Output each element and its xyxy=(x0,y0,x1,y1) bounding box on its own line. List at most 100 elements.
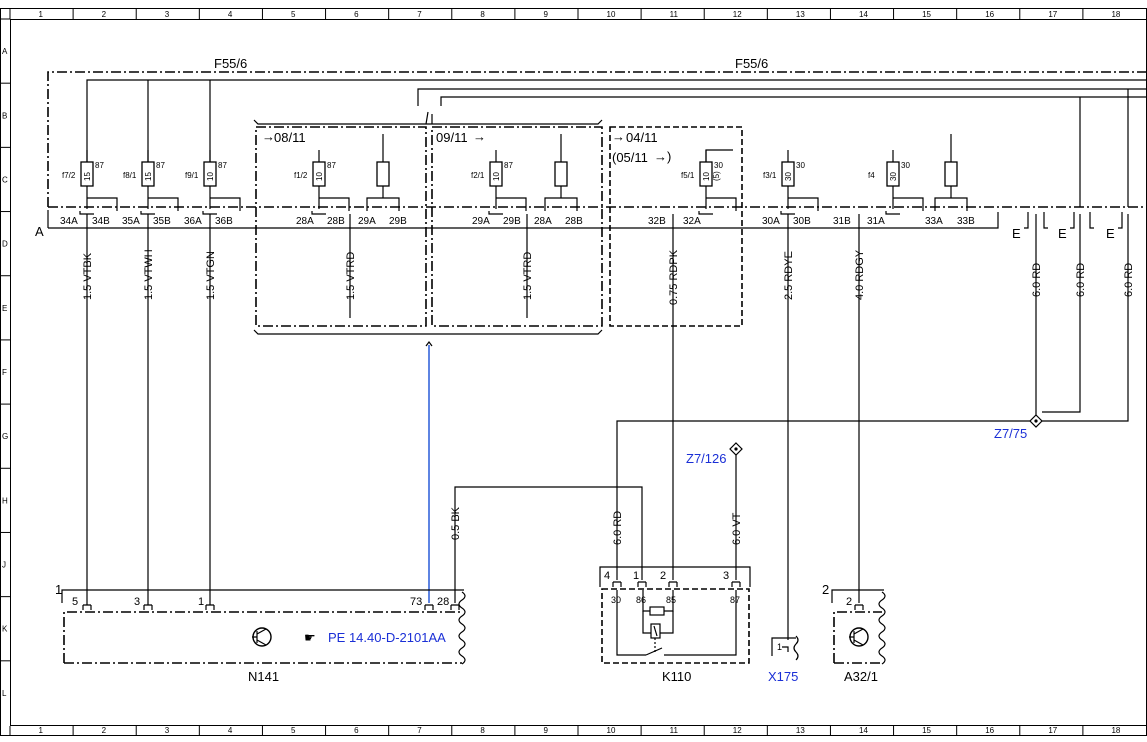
terminal-label: 30A xyxy=(762,216,780,227)
fuse xyxy=(934,134,968,211)
fuse-name: f8/1 xyxy=(123,171,137,180)
row-letter: L xyxy=(2,689,7,698)
wire-label: 6.0 RD xyxy=(1123,263,1135,297)
column-number: 15 xyxy=(922,726,931,735)
row-letter: H xyxy=(2,496,8,505)
wire-label: 0.75 RDPK xyxy=(668,249,680,305)
terminal-label: 36B xyxy=(215,216,233,227)
wires xyxy=(86,214,1129,640)
row-letter: D xyxy=(2,240,8,249)
bus-bars xyxy=(86,79,1147,207)
reference-link[interactable]: PE 14.40-D-2101AA xyxy=(328,630,446,645)
column-number: 13 xyxy=(796,10,805,19)
fuse: 15 f8/1 87 xyxy=(123,150,179,215)
fuse-extra: (5) xyxy=(712,171,721,181)
column-number: 18 xyxy=(1111,10,1120,19)
wire-label: 4.0 RDGY xyxy=(854,249,866,300)
pin-stub xyxy=(143,604,153,610)
fuse-row-label: A xyxy=(35,224,44,239)
row-letter: C xyxy=(2,175,8,184)
column-number: 1 xyxy=(39,726,44,735)
pin-label: 1 xyxy=(198,596,204,608)
terminal-label: 34A xyxy=(60,216,78,227)
column-number: 6 xyxy=(354,726,359,735)
column-number: 10 xyxy=(607,726,616,735)
terminal-label: 35A xyxy=(122,216,140,227)
component-label: X175 xyxy=(768,669,798,684)
terminal-label: 28B xyxy=(565,216,583,227)
column-number: 11 xyxy=(670,10,679,19)
fuse-rating: 15 xyxy=(144,172,153,181)
fuse-rating: 10 xyxy=(492,172,501,181)
column-number: 7 xyxy=(417,726,422,735)
arrow-icon: → xyxy=(612,129,625,144)
fuse-rating: 10 xyxy=(315,172,324,181)
fuse-name: f7/2 xyxy=(62,171,76,180)
column-number: 3 xyxy=(165,726,170,735)
fuse-rating: 30 xyxy=(784,172,793,181)
terminal-label: 29B xyxy=(389,216,407,227)
fuse: 10 f1/2 87 xyxy=(294,150,350,215)
e-label: E xyxy=(1012,226,1021,241)
terminal-label: 33A xyxy=(925,216,943,227)
pin-label: 1 xyxy=(777,642,782,652)
column-number: 2 xyxy=(102,726,107,735)
column-number: 4 xyxy=(228,10,233,19)
fuse-pin: 87 xyxy=(156,161,165,170)
pin-stub xyxy=(637,581,647,587)
fuse-pin: 87 xyxy=(327,161,336,170)
fuses: 15f7/28715f8/18710f9/18710f1/28710f2/187… xyxy=(62,134,968,215)
wire-label: 6.0 RD xyxy=(612,511,624,545)
pin-label: 85 xyxy=(666,595,676,605)
component-label: A32/1 xyxy=(844,669,878,684)
terminal-label: 32A xyxy=(683,216,701,227)
terminal-label: 28A xyxy=(296,216,314,227)
column-number: 16 xyxy=(985,10,994,19)
fuse-pin: 87 xyxy=(95,161,104,170)
wire-label: 1.5 VTRD xyxy=(345,252,357,300)
column-number: 3 xyxy=(165,10,170,19)
component-k110: 4 1 2 3 30 86 85 87 K110 xyxy=(599,566,751,684)
fuse-pin: 30 xyxy=(714,161,723,170)
terminal-label: 29B xyxy=(503,216,521,227)
wire-label: 2.5 RDYE xyxy=(783,251,795,300)
option-box-08-11: → 08/11 xyxy=(255,126,427,327)
terminal-label: 30B xyxy=(793,216,811,227)
column-number: 14 xyxy=(859,10,868,19)
transistor-icon xyxy=(849,627,869,647)
option-box-09-11: 09/11 → xyxy=(431,126,603,327)
fuse-pin: 87 xyxy=(504,161,513,170)
column-number: 9 xyxy=(543,726,548,735)
pin-label: 30 xyxy=(611,595,621,605)
column-number: 14 xyxy=(859,726,868,735)
component-x175: 1 X175 xyxy=(768,635,799,684)
connector-label: Z7/75 xyxy=(994,426,1027,441)
column-number: 10 xyxy=(607,10,616,19)
column-number: 9 xyxy=(543,10,548,19)
fuse-box-label-left: F55/6 xyxy=(214,56,247,71)
column-number: 5 xyxy=(291,10,296,19)
component-number: 1 xyxy=(55,582,62,597)
fuse-name: f9/1 xyxy=(185,171,199,180)
column-number: 8 xyxy=(480,10,485,19)
pin-label: 73 xyxy=(410,596,422,608)
terminal-label: 33B xyxy=(957,216,975,227)
terminal-label: 36A xyxy=(184,216,202,227)
column-number: 12 xyxy=(733,10,742,19)
fuse-name: f5/1 xyxy=(681,171,695,180)
pin-stub xyxy=(424,604,434,610)
pin-stub xyxy=(82,604,92,610)
date-label-08-11: 08/11 xyxy=(274,130,306,145)
component-label: N141 xyxy=(248,669,279,684)
fuse-name: f1/2 xyxy=(294,171,308,180)
